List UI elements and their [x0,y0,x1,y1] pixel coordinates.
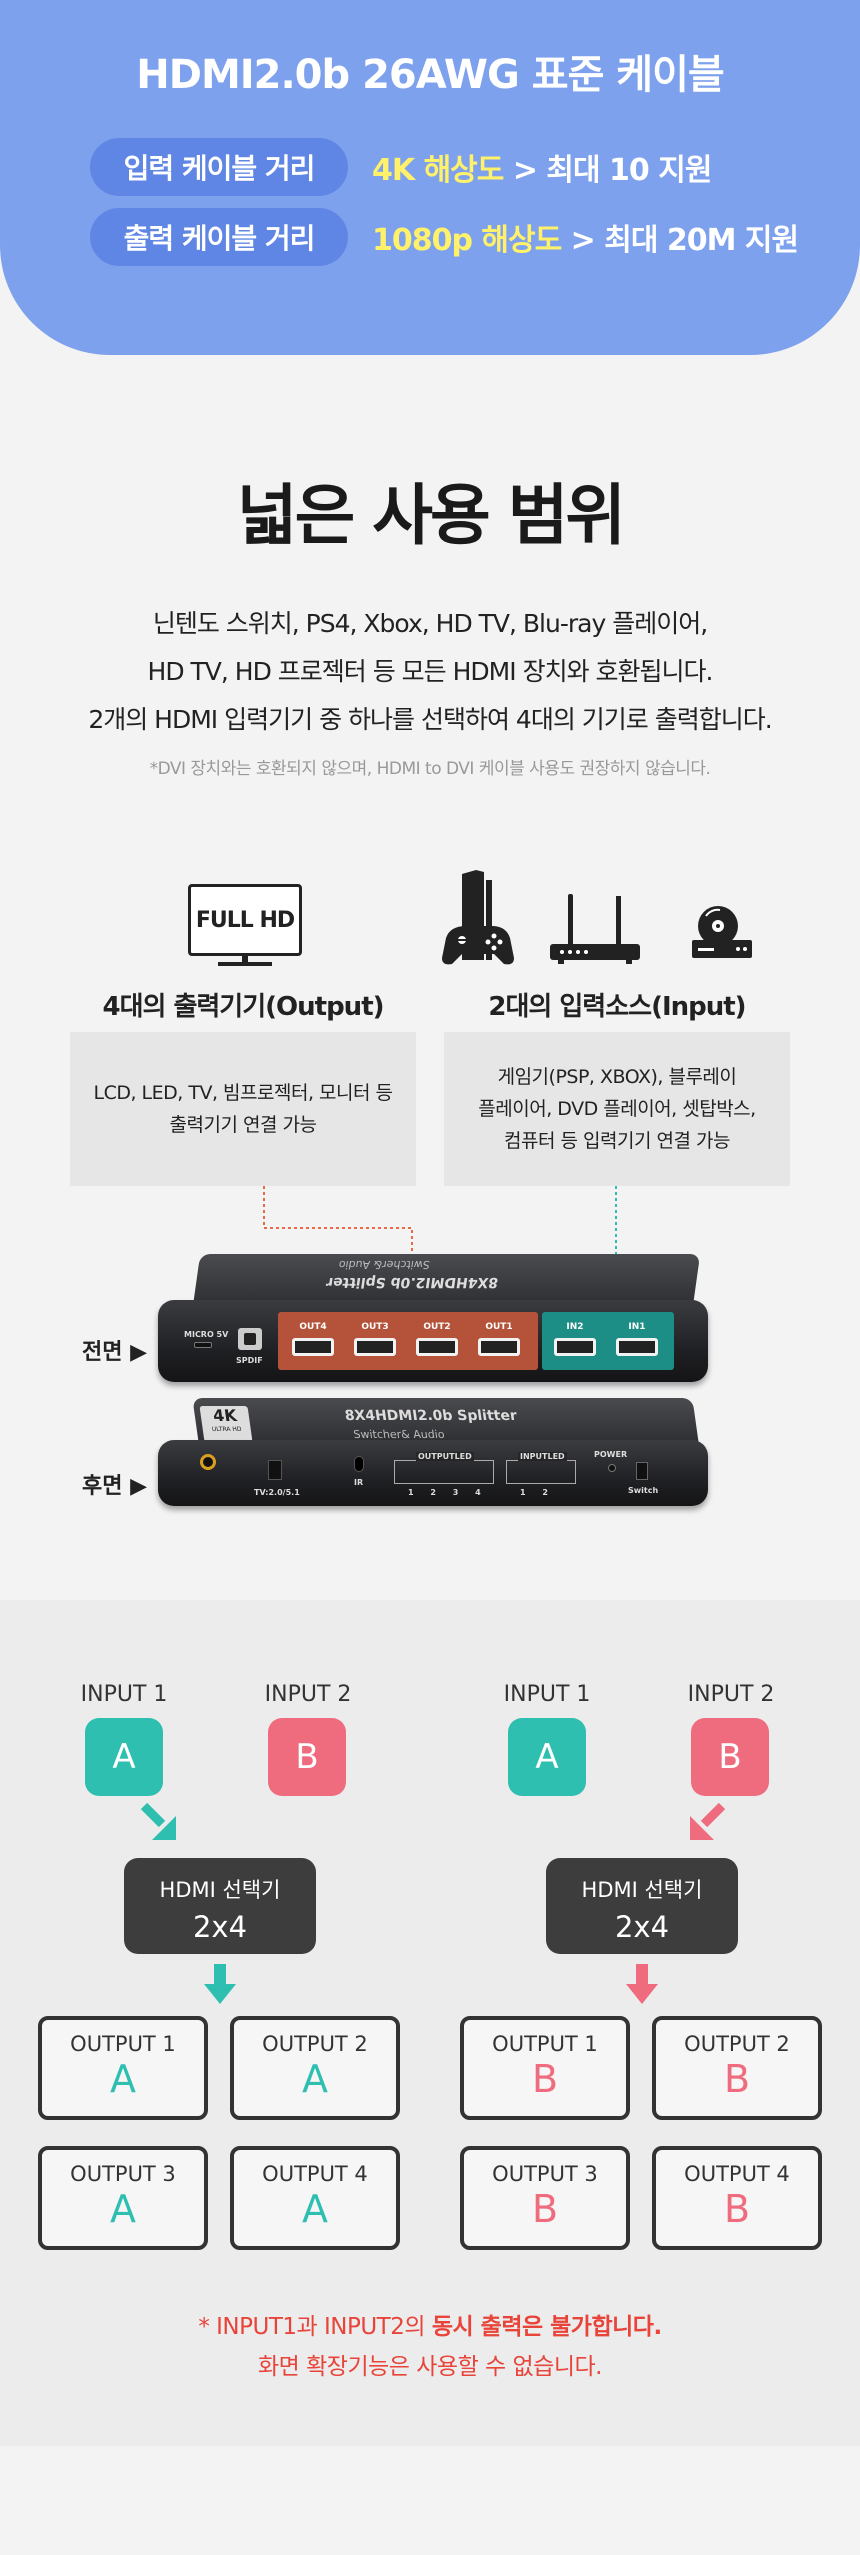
spdif-label: SPDIF [236,1356,263,1365]
router-icon [550,894,640,964]
game-console-icon [442,870,514,965]
micro-5v-label: MICRO 5V [184,1330,229,1339]
ir-label: IR [354,1478,364,1487]
switch-label: Switch [628,1486,659,1495]
usage-description: 닌텐도 스위치, PS4, Xbox, HD TV, Blu-ray 플레이어,… [88,609,772,734]
spec-label-input: 입력 케이블 거리 [90,138,348,196]
spec-label-output: 출력 케이블 거리 [90,208,348,266]
splitter-back: TV:2.0/5.1 IR OUTPUTLED 1 2 3 4 INPUTLED… [158,1440,708,1506]
4k-badge: 4K ULTRA HD [199,1406,253,1442]
spec-value-input: 4K 해상도 > 최대 10 지원 [372,153,712,188]
hdmi-out3-port[interactable] [354,1338,396,1356]
power-label: POWER [594,1450,628,1459]
hdmi-out2-port[interactable] [416,1338,458,1356]
spec-value-output: 1080p 해상도 > 최대 20M 지원 [372,223,799,258]
banner-title: HDMI2.0b 26AWG 표준 케이블 [136,52,724,98]
spdif-port [238,1328,262,1350]
monitor-stand [218,962,272,966]
output-devices-title: 4대의 출력기기(Output) [102,992,384,1022]
power-led [608,1464,616,1472]
spec-banner: HDMI2.0b 26AWG 표준 케이블 입력 케이블 거리 4K 해상도 >… [0,0,860,355]
input-sources-title: 2대의 입력소스(Input) [488,992,746,1022]
left-input-b: B [268,1718,346,1796]
left-arrow-a-icon [140,1802,176,1840]
back-label: 후면 ▶ [82,1474,148,1499]
front-label: 전면 ▶ [82,1340,148,1365]
monitor-icon: FULL HD [188,884,302,956]
output-ports: OUT4 OUT3 OUT2 OUT1 [278,1312,538,1370]
output-led-box [394,1460,494,1484]
left-arrow-down-icon [204,1964,236,2004]
input-led-box [506,1460,576,1484]
footer-note-line1: * INPUT1과 INPUT2의 동시 출력은 불가합니다. [198,2314,662,2340]
right-input2-label: INPUT 2 [687,1682,775,1707]
hdmi-in2-port[interactable] [554,1338,596,1356]
right-input-a: A [508,1718,586,1796]
right-input-b: B [691,1718,769,1796]
ir-receiver [354,1456,364,1472]
spec-row-input: 입력 케이블 거리 4K 해상도 > 최대 10 지원 [90,138,712,196]
left-hdmi-selector: HDMI 선택기 2x4 [124,1858,316,1954]
right-arrow-b-icon [690,1802,726,1840]
left-input1-label: INPUT 1 [80,1682,168,1707]
input-devices-icon [442,870,752,965]
input-led-numbers: 1 2 [520,1488,548,1497]
monitor-neck [242,956,248,964]
usage-note: *DVI 장치와는 호환되지 않으며, HDMI to DVI 케이블 사용도 … [149,759,711,779]
hdmi-out4-port[interactable] [292,1338,334,1356]
hdmi-in1-port[interactable] [616,1338,658,1356]
tv-label: TV:2.0/5.1 [254,1488,300,1497]
dvd-player-icon [692,906,752,958]
right-hdmi-selector: HDMI 선택기 2x4 [546,1858,738,1954]
tv-switch[interactable] [268,1460,282,1480]
micro-usb-port [194,1342,212,1348]
spec-row-output: 출력 케이블 거리 1080p 해상도 > 최대 20M 지원 [90,208,799,266]
usage-title: 넓은 사용 범위 [236,477,626,554]
right-arrow-down-icon [626,1964,658,2004]
splitter-front: MICRO 5V SPDIF OUT4 OUT3 OUT2 OUT1 IN2 I… [158,1300,708,1382]
right-input1-label: INPUT 1 [503,1682,591,1707]
left-input-a: A [85,1718,163,1796]
hdmi-out1-port[interactable] [478,1338,520,1356]
footer-note-line2: 화면 확장기능은 사용할 수 없습니다. [258,2354,602,2380]
left-input2-label: INPUT 2 [264,1682,352,1707]
audio-jack[interactable] [200,1454,216,1470]
switch-button[interactable] [636,1462,648,1480]
output-led-numbers: 1 2 3 4 [408,1488,481,1497]
input-ports: IN2 IN1 [542,1312,674,1370]
